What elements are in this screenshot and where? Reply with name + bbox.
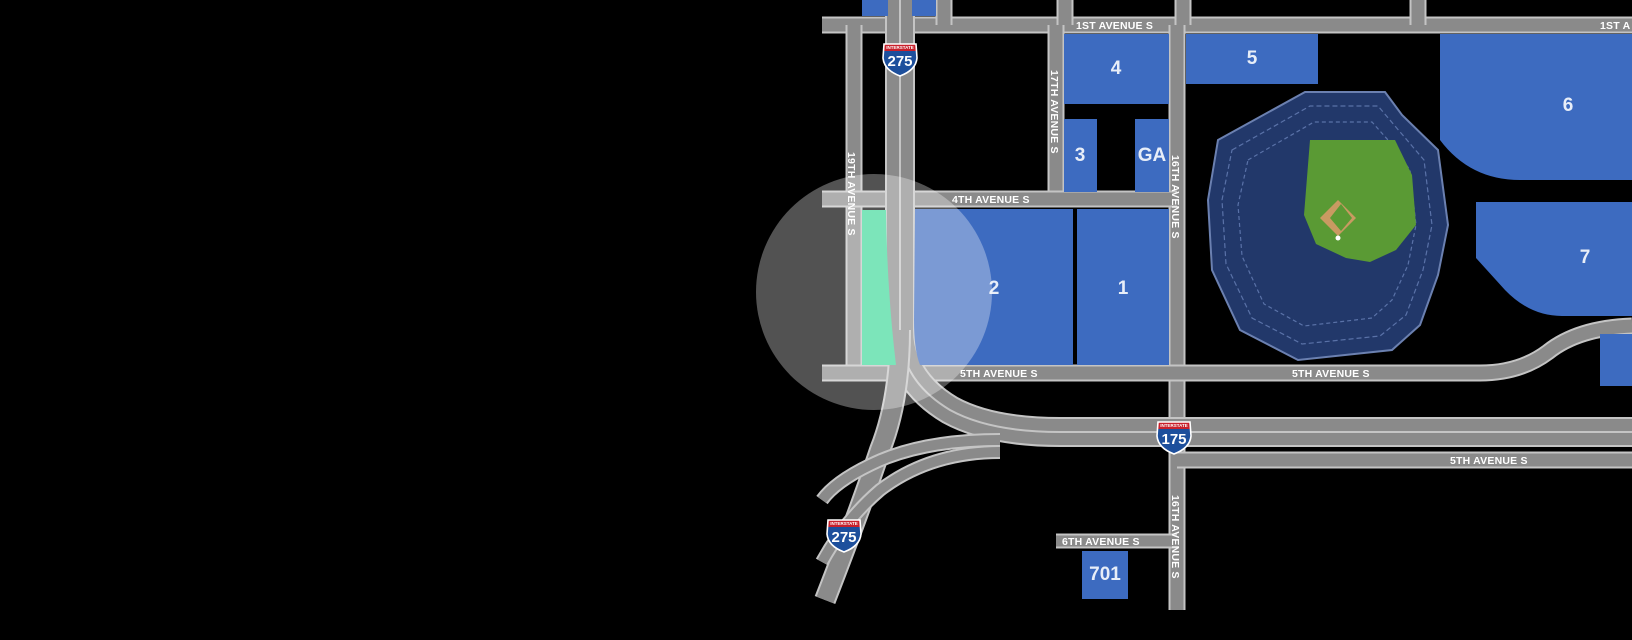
lot-1[interactable]: 1 bbox=[1077, 209, 1169, 365]
label-fifth-avenue-mid: 5TH AVENUE S bbox=[1292, 368, 1370, 380]
label-sixteenth-street-upper: 16TH AVENUE S bbox=[1169, 155, 1181, 239]
label-nineteenth-street: 19TH AVENUE S bbox=[845, 152, 857, 236]
lot-7[interactable]: 7 bbox=[1476, 202, 1632, 316]
lot-5[interactable]: 5 bbox=[1186, 34, 1318, 84]
shield-caption: INTERSTATE bbox=[830, 521, 858, 526]
label-first-avenue-right: 1ST A bbox=[1600, 20, 1631, 32]
lot-top-left[interactable] bbox=[862, 0, 888, 16]
infield-grass bbox=[1330, 204, 1352, 231]
lot-3-label: 3 bbox=[1075, 145, 1086, 166]
lot-highlighted[interactable] bbox=[862, 210, 896, 365]
lot-right-edge[interactable] bbox=[1600, 334, 1632, 386]
focus-circle bbox=[756, 174, 992, 410]
parking-lots: 4 5 6 3 GA 2 1 7 bbox=[862, 0, 1632, 599]
road-network bbox=[814, 0, 1632, 610]
lot-top-right[interactable] bbox=[912, 0, 936, 16]
lot-1-label: 1 bbox=[1118, 278, 1129, 299]
street-labels: 1ST AVENUE S 1ST A 4TH AVENUE S 5TH AVEN… bbox=[845, 20, 1631, 579]
lot-3[interactable]: 3 bbox=[1064, 119, 1097, 192]
lot-7-label: 7 bbox=[1580, 247, 1591, 268]
shield-caption: INTERSTATE bbox=[886, 45, 914, 50]
road-north-stubs bbox=[935, 0, 1427, 25]
interstate-175-shield: INTERSTATE 175 bbox=[1156, 421, 1192, 455]
lot-2-label: 2 bbox=[989, 278, 1000, 299]
lot-4[interactable]: 4 bbox=[1064, 34, 1169, 104]
shield-number: 275 bbox=[831, 529, 856, 546]
lot-701[interactable]: 701 bbox=[1082, 551, 1128, 599]
road-fifth-avenue bbox=[822, 317, 1632, 382]
lot-701-label: 701 bbox=[1089, 564, 1121, 585]
interstate-275-shield-top: INTERSTATE 275 bbox=[882, 43, 918, 77]
lot-4-label: 4 bbox=[1111, 58, 1122, 79]
label-fifth-avenue-left: 5TH AVENUE S bbox=[960, 368, 1038, 380]
lot-ga[interactable]: GA bbox=[1135, 119, 1169, 192]
shield-number: 275 bbox=[887, 53, 912, 70]
shield-number: 175 bbox=[1161, 431, 1186, 448]
lot-5-label: 5 bbox=[1247, 48, 1258, 69]
label-fourth-avenue: 4TH AVENUE S bbox=[952, 194, 1030, 206]
lot-2[interactable]: 2 bbox=[914, 209, 1073, 365]
home-plate bbox=[1335, 235, 1341, 241]
label-fifth-avenue-lower: 5TH AVENUE S bbox=[1450, 455, 1528, 467]
stadium-ring-1 bbox=[1221, 105, 1433, 345]
lot-ga-label: GA bbox=[1138, 145, 1167, 166]
label-sixteenth-street-lower: 16TH AVENUE S bbox=[1169, 495, 1181, 579]
stadium-ring-2 bbox=[1237, 121, 1417, 327]
baseball-field bbox=[1304, 140, 1416, 262]
shield-caption: INTERSTATE bbox=[1160, 423, 1188, 428]
label-first-avenue: 1ST AVENUE S bbox=[1076, 20, 1153, 32]
stadium[interactable] bbox=[1206, 91, 1450, 362]
label-seventeenth-street: 17TH AVENUE S bbox=[1048, 70, 1060, 154]
interstate-275-shield-bottom: INTERSTATE 275 bbox=[826, 519, 862, 553]
lot-6[interactable]: 6 bbox=[1440, 34, 1632, 180]
label-sixth-avenue: 6TH AVENUE S bbox=[1062, 536, 1140, 548]
lot-6-label: 6 bbox=[1563, 95, 1574, 116]
